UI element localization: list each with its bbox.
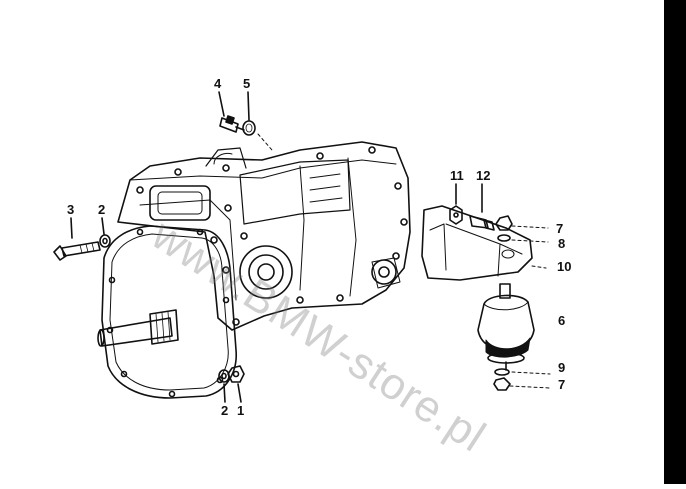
callout-1: 1: [237, 403, 245, 418]
part-2-washer-bottom: [218, 369, 230, 403]
callout-8: 8: [558, 236, 566, 251]
callout-2-bottom: 2: [221, 403, 229, 418]
part-7-nut-top: [495, 215, 549, 231]
callout-7-bottom: 7: [558, 377, 566, 392]
part-4-switch: [218, 91, 245, 133]
part-6-rubber-mount: [477, 283, 535, 371]
callout-7-top: 7: [556, 221, 564, 236]
part-5-sealing-ring: [242, 91, 273, 151]
callout-6: 6: [558, 313, 566, 328]
callout-5: 5: [243, 76, 251, 91]
part-8-washer: [497, 234, 549, 243]
callout-2-top: 2: [98, 202, 106, 217]
callout-4: 4: [214, 76, 222, 91]
part-2-washer-top: [99, 217, 111, 248]
input-shaft: [97, 309, 179, 347]
part-10-bracket: [421, 205, 547, 281]
part-7-nut-bottom: [493, 377, 551, 391]
part-1-nut: [227, 365, 245, 403]
part-9-washer: [494, 368, 551, 376]
bell-housing: [101, 225, 237, 399]
edge-bar: [664, 0, 686, 484]
callout-10: 10: [557, 259, 572, 274]
callout-12: 12: [476, 168, 491, 183]
callout-11: 11: [450, 168, 464, 183]
callout-3: 3: [67, 202, 75, 217]
part-12-bolt: [469, 183, 495, 231]
part-3-bolt: [53, 217, 101, 261]
part-11-nut: [449, 183, 463, 225]
callout-9: 9: [558, 360, 566, 375]
gearbox-housing: [117, 141, 411, 331]
